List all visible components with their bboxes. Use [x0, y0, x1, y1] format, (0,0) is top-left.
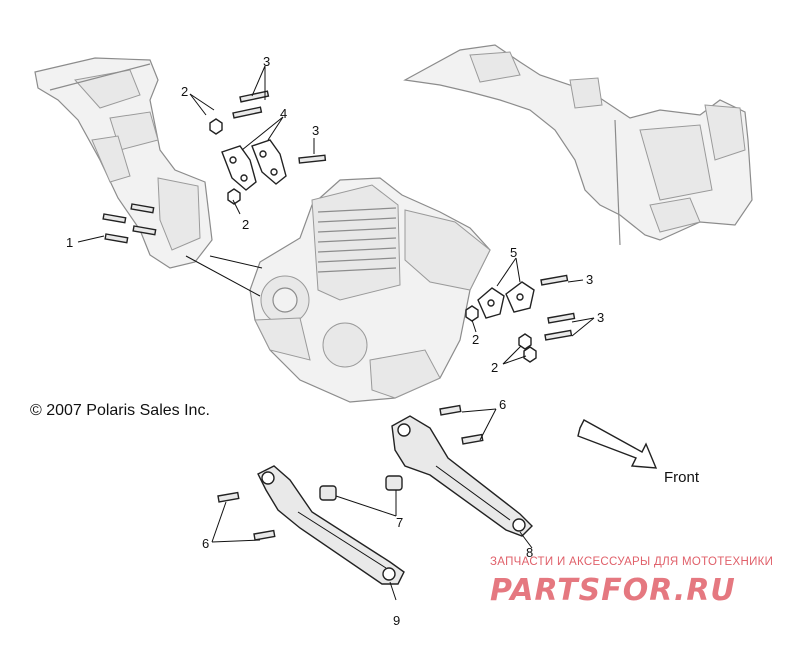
watermark-logo: PARTSFOR.RU: [490, 573, 736, 608]
callout-3-right: 3: [586, 272, 593, 287]
leader-lines: [77, 65, 595, 601]
callout-1: 1: [66, 235, 73, 250]
nuts: [209, 118, 537, 363]
front-direction-arrow: [577, 419, 658, 469]
callout-9: 9: [393, 613, 400, 628]
callout-2-top: 2: [181, 84, 188, 99]
callout-6-left: 6: [202, 536, 209, 551]
callout-3-mid: 3: [312, 123, 319, 138]
link-arm-upper: [391, 415, 533, 537]
copyright-notice: © 2007 Polaris Sales Inc.: [30, 402, 210, 419]
svg-text:PARTSFOR.RU: PARTSFOR.RU: [490, 573, 736, 608]
callout-2-mid: 2: [242, 217, 249, 232]
callout-6-right: 6: [499, 397, 506, 412]
bushings: [319, 475, 403, 501]
left-frame-section: [34, 57, 213, 269]
bolts-lower-cluster: [217, 404, 484, 541]
callout-numbers: 1 2 2 2 2 3 3 3 3 4 5 6 6 7 8 9: [66, 54, 604, 628]
bolts-top-cluster: [232, 90, 327, 164]
bolts-right-cluster: [540, 274, 576, 341]
callout-8: 8: [526, 545, 533, 560]
callout-7: 7: [396, 515, 403, 530]
callout-2-right: 2: [472, 332, 479, 347]
bolts-left-cluster: [102, 203, 157, 244]
engine-assembly: [249, 177, 491, 403]
callout-4: 4: [280, 106, 287, 121]
front-label: Front: [664, 469, 700, 486]
watermark-subtitle: ЗАПЧАСТИ И АКСЕССУАРЫ ДЛЯ МОТОТЕХНИКИ: [490, 556, 774, 568]
callout-2-lower: 2: [491, 360, 498, 375]
cylinder-fins: [317, 207, 397, 273]
callout-5: 5: [510, 245, 517, 260]
engine-mount-plates-front: [221, 139, 287, 191]
callout-3-lower: 3: [597, 310, 604, 325]
right-frame-section: [403, 44, 753, 246]
callout-3-top: 3: [263, 54, 270, 69]
engine-mount-plates-rear: [477, 281, 535, 319]
link-arm-lower: [257, 465, 405, 585]
